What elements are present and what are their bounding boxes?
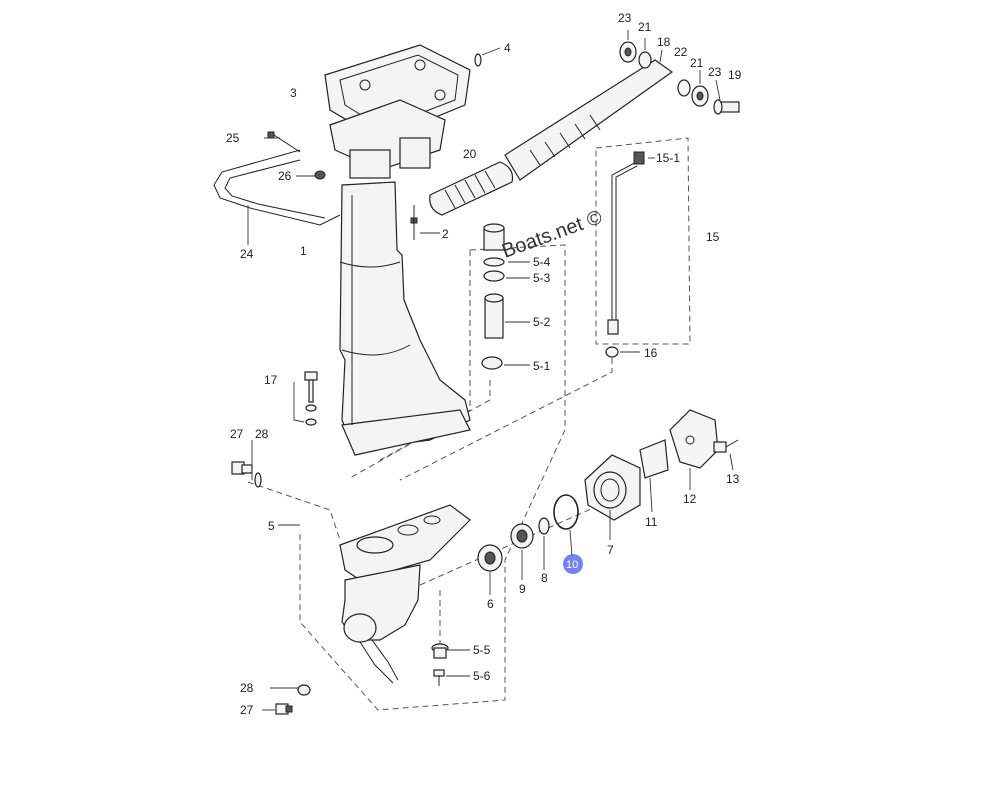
mount-bracket: [324, 44, 471, 179]
dash-link-1: [349, 250, 471, 479]
screw-26: [314, 170, 326, 180]
bolt-5-5: [431, 643, 449, 659]
callout-21-b: 21: [690, 56, 704, 70]
callout-5-4: 5-4: [533, 255, 551, 269]
shift-rod: [605, 151, 645, 358]
callout-5: 5: [268, 519, 275, 533]
group-box-15: [595, 137, 691, 345]
dash-link-4: [247, 481, 341, 541]
gear-case: [339, 504, 471, 684]
tiller-handle: [429, 59, 674, 216]
driveshaft-housing: [339, 181, 471, 456]
dash-link-3: [399, 358, 613, 481]
callout-24: 24: [240, 247, 254, 261]
callout-26: 26: [278, 169, 292, 183]
tiller-pivot-hardware: [619, 41, 740, 115]
part-4-pin: [474, 53, 482, 67]
callout-6: 6: [487, 597, 494, 611]
callout-21-a: 21: [638, 20, 652, 34]
callout-7: 7: [607, 543, 614, 557]
callout-2: 2: [442, 227, 449, 241]
water-pump-assembly: [477, 409, 739, 572]
callout-28-a: 28: [255, 427, 269, 441]
callout-25: 25: [226, 131, 240, 145]
bushing-stack: [481, 223, 505, 370]
callout-3: 3: [290, 86, 297, 100]
callout-20: 20: [463, 147, 477, 161]
bolt-5-6: [433, 669, 445, 686]
drain-plug-upper: [231, 461, 262, 488]
watermark: Boats.net ©: [499, 206, 605, 263]
screw-2: [410, 205, 418, 240]
callout-16: 16: [644, 346, 658, 360]
bolt-17: [293, 371, 318, 426]
callout-28-b: 28: [240, 681, 254, 695]
highlight-marker[interactable]: [563, 554, 583, 574]
callout-8: 8: [541, 571, 548, 585]
callout-23-b: 23: [708, 65, 722, 79]
group-box-5: [299, 244, 566, 711]
callout-15-1: 15-1: [656, 151, 680, 165]
callout-17: 17: [264, 373, 278, 387]
callout-22: 22: [674, 45, 688, 59]
callout-11: 11: [645, 515, 658, 529]
callout-5-6: 5-6: [473, 669, 491, 683]
callout-5-3: 5-3: [533, 271, 551, 285]
callout-18: 18: [657, 35, 671, 49]
callout-5-1: 5-1: [533, 359, 551, 373]
callout-4: 4: [504, 41, 511, 55]
screw-25: [267, 131, 301, 153]
callout-9: 9: [519, 582, 526, 596]
dash-link-5: [419, 504, 601, 586]
callout-23-a: 23: [618, 11, 632, 25]
handle-frame: [213, 149, 341, 226]
callout-13: 13: [726, 472, 740, 486]
callout-27-b: 27: [240, 703, 254, 717]
callout-19: 19: [728, 68, 742, 82]
callout-5-5: 5-5: [473, 643, 491, 657]
callout-5-2: 5-2: [533, 315, 551, 329]
callout-1: 1: [300, 244, 307, 258]
callout-27-a: 27: [230, 427, 244, 441]
callout-labels: 1 2 3 4 5 5-1 5-2 5-3 5-4 5-5 5-6 6 7 8 …: [226, 11, 742, 717]
callout-15: 15: [706, 230, 720, 244]
drain-plug-lower: [275, 684, 311, 715]
callout-10[interactable]: 10: [566, 559, 578, 571]
callout-12: 12: [683, 492, 697, 506]
leader-lines: [251, 30, 734, 711]
